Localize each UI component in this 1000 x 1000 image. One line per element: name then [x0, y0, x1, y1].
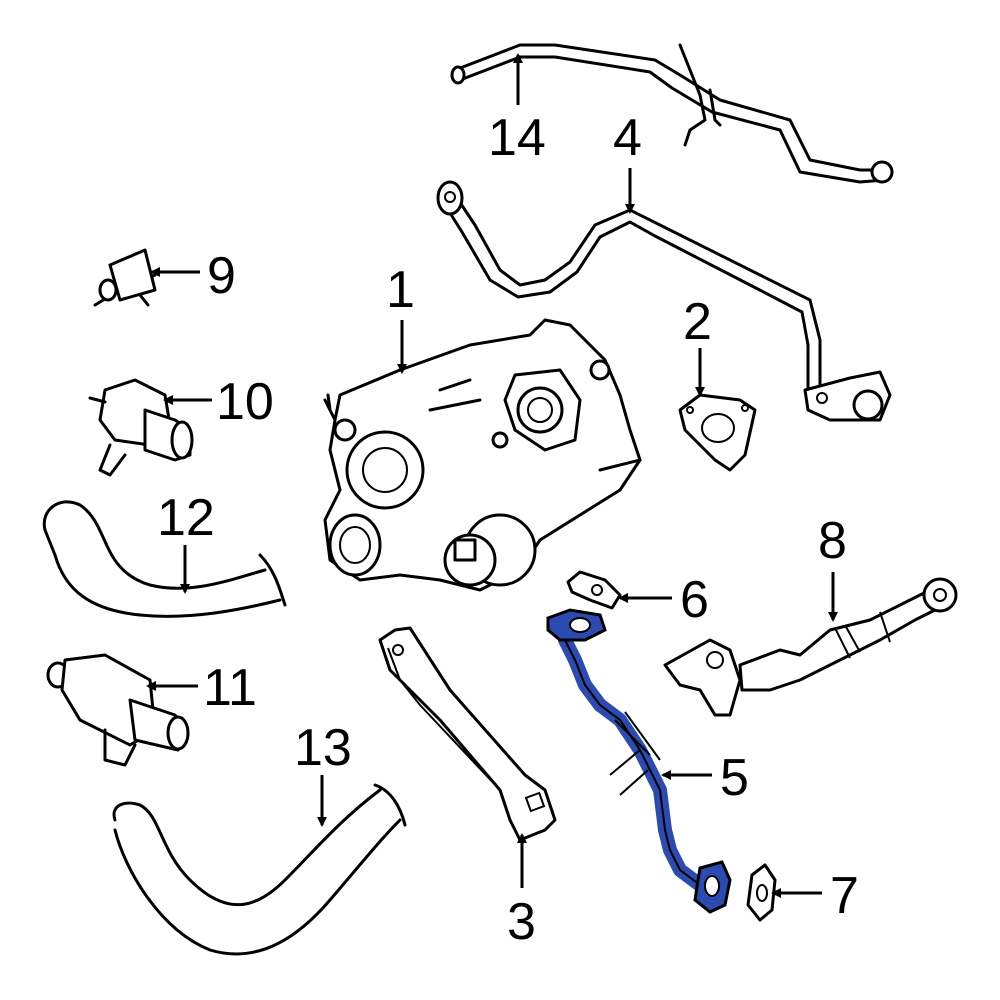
callout-5-label: 5 [720, 749, 749, 807]
callout-14-label: 14 [488, 109, 546, 167]
part-2-gasket [678, 393, 757, 472]
part-3-bracket [378, 626, 557, 842]
part-8-line [663, 577, 958, 717]
callout-2-label: 2 [683, 293, 712, 351]
callout-11-label: 11 [203, 659, 257, 717]
callout-1-label: 1 [386, 261, 415, 319]
callout-3-label: 3 [507, 893, 536, 951]
part-12-hose [42, 500, 287, 618]
part-4-line [436, 180, 892, 422]
callout-6-label: 6 [680, 571, 709, 629]
callout-13-label: 13 [294, 719, 352, 777]
part-1-turbocharger [323, 318, 642, 592]
part-5-highlighted-line [546, 608, 732, 914]
callout-arrows [146, 53, 838, 898]
callout-8-label: 8 [818, 512, 847, 570]
part-11-valve [46, 653, 190, 767]
part-7-gasket [746, 863, 777, 922]
part-14-pipe [450, 43, 894, 184]
callout-10-label: 10 [216, 373, 274, 431]
part-6-gasket [566, 570, 622, 610]
callout-7-label: 7 [830, 867, 859, 925]
part-9-valve [93, 248, 157, 307]
callout-4-label: 4 [613, 109, 642, 167]
part-10-valve [88, 378, 194, 477]
callout-12-label: 12 [157, 489, 215, 547]
callout-9-label: 9 [207, 247, 236, 305]
part-13-hose [112, 783, 407, 956]
